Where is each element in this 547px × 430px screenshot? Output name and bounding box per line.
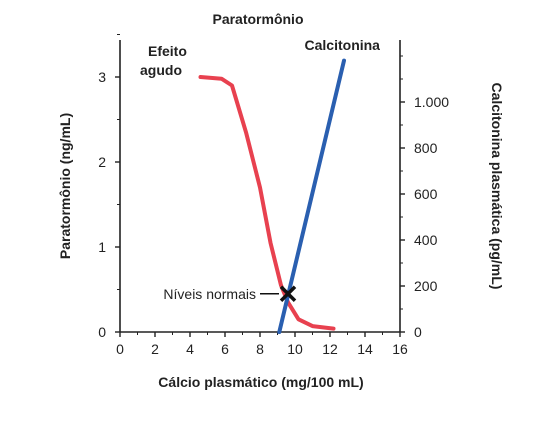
y-right-tick-label: 800 (414, 140, 438, 156)
x-tick-label: 0 (116, 341, 124, 357)
series-line-calcitonina (277, 58, 346, 334)
x-tick-label: 2 (151, 341, 159, 357)
x-tick-label: 16 (392, 341, 408, 357)
x-tick-label: 12 (322, 341, 338, 357)
x-tick-label: 4 (186, 341, 194, 357)
series-layer (198, 58, 346, 334)
y-right-axis-label: Calcitonina plasmática (pg/mL) (489, 83, 505, 290)
x-tick-label: 6 (221, 341, 229, 357)
x-axis-label: Cálcio plasmático (mg/100 mL) (158, 374, 363, 390)
x-tick-label: 14 (357, 341, 373, 357)
annotation-efeito-agudo: Efeito (148, 43, 187, 59)
annotation-efeito-agudo: agudo (140, 62, 182, 78)
y-right-tick-label: 200 (414, 278, 438, 294)
series-label-calcitonina: Calcitonina (305, 37, 381, 53)
normal-levels-marker (279, 285, 297, 302)
x-tick-label: 8 (256, 341, 264, 357)
y-left-axis-label: Paratormônio (ng/mL) (57, 113, 73, 259)
series-line-paratormônio (198, 75, 336, 331)
y-right-tick-label: 0 (414, 324, 422, 340)
annotation-niveis-normais: Níveis normais (163, 286, 256, 302)
y-left-tick-label: 1 (98, 239, 106, 255)
y-right-tick-label: 400 (414, 232, 438, 248)
y-left-tick-label: 3 (98, 69, 106, 85)
y-right-tick-label: 1.000 (414, 94, 449, 110)
y-left-tick-label: 2 (98, 154, 106, 170)
x-tick-label: 10 (287, 341, 303, 357)
y-left-tick-label: 0 (98, 324, 106, 340)
chart-title: Paratormônio (212, 11, 303, 27)
y-right-tick-label: 600 (414, 186, 438, 202)
